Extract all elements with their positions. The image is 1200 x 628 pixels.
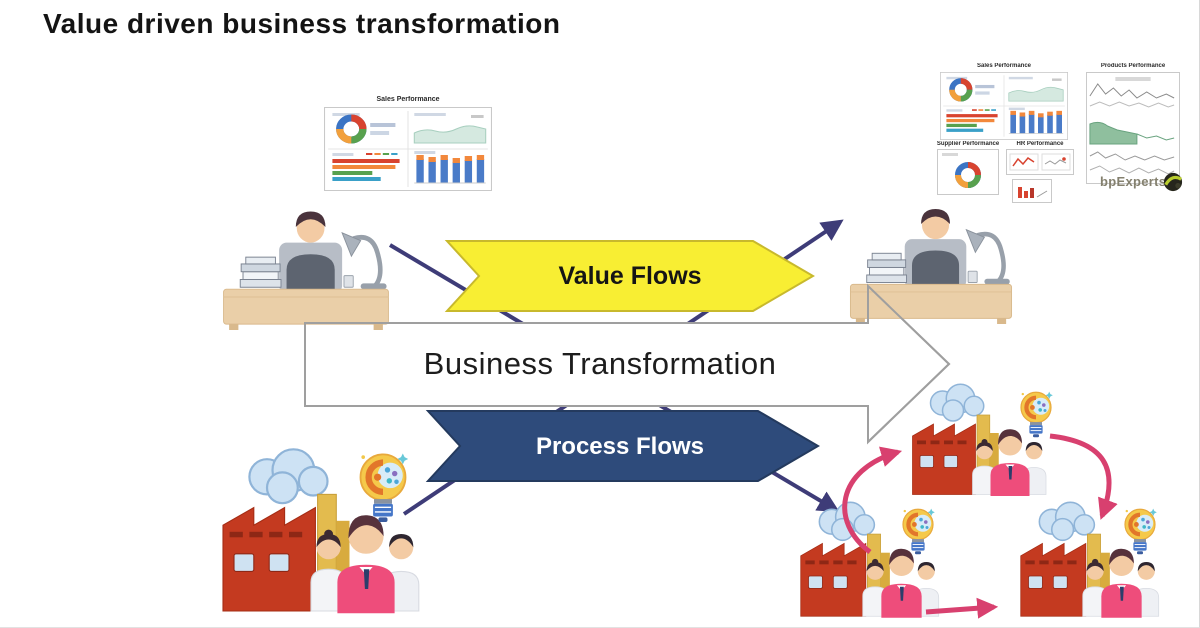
business-transformation-label: Business Transformation: [423, 346, 777, 381]
sales-dashboard-right: [940, 72, 1068, 140]
idea-lightbulb-icon: [356, 448, 410, 532]
dashboard-title-right-sales: Sales Performance: [976, 63, 1032, 69]
person-desk-right-illustration: [845, 192, 1017, 324]
value-flows-label: Value Flows: [558, 262, 702, 290]
page-title: Value driven business transformation: [43, 8, 561, 39]
bpexperts-logo-icon: [1163, 172, 1183, 192]
sales-dashboard-left: [324, 107, 492, 191]
process-flows-label: Process Flows: [535, 433, 705, 460]
supplier-dashboard: [937, 149, 999, 195]
cycle-lightbulb-left-icon: [900, 505, 936, 561]
cycle-lightbulb-right-icon: [1122, 505, 1158, 561]
person-desk-left-illustration: [218, 194, 394, 330]
dashboard-title-hr: HR Performance: [1016, 141, 1064, 147]
dashboard-title-supplier: Supplier Performance: [936, 141, 1000, 147]
dashboard-title-products: Products Performance: [1100, 63, 1166, 69]
dashboard-title-left: Sales Performance: [376, 96, 440, 103]
bpexperts-logo: bpExperts: [1100, 174, 1167, 189]
hr-dashboard-detail: [1012, 179, 1052, 203]
hr-dashboard: [1006, 149, 1074, 175]
products-dashboard: [1086, 72, 1180, 184]
cycle-lightbulb-top-icon: [1018, 388, 1054, 444]
